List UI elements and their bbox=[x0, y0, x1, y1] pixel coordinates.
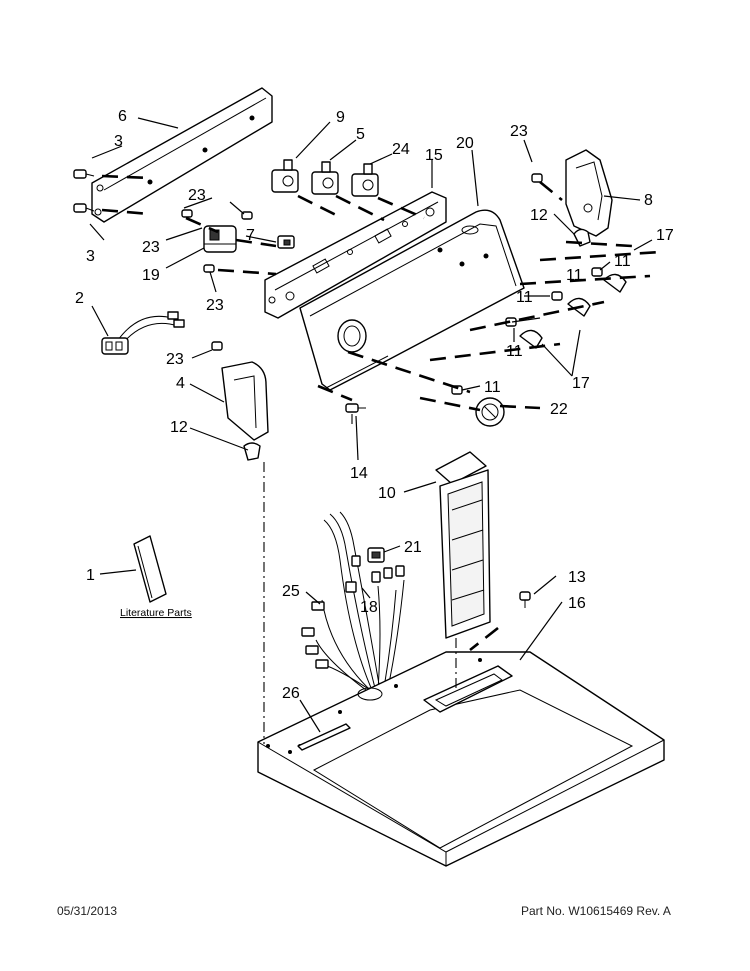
callout-17a: 17 bbox=[656, 227, 674, 244]
leader-lines bbox=[89, 117, 653, 733]
part-7-clip bbox=[277, 235, 295, 249]
callout-11a: 11 bbox=[614, 253, 631, 270]
callout-11b: 11 bbox=[566, 267, 583, 284]
part-22-knob bbox=[475, 397, 505, 427]
callout-16: 16 bbox=[568, 595, 586, 612]
callout-11e: 11 bbox=[484, 379, 501, 396]
part-14-screw bbox=[345, 403, 366, 413]
callout-26: 26 bbox=[282, 685, 300, 702]
assembly-guide-lines bbox=[101, 174, 661, 652]
callout-9: 9 bbox=[336, 109, 345, 126]
callout-6: 6 bbox=[118, 108, 127, 125]
callout-21: 21 bbox=[404, 539, 422, 556]
part-18-wiring-harness bbox=[301, 511, 405, 693]
part-23-screws bbox=[181, 173, 543, 351]
callout-10: 10 bbox=[378, 485, 396, 502]
callout-11d: 11 bbox=[506, 343, 523, 360]
part-4-cover bbox=[221, 361, 269, 441]
part-6-rear-bracket bbox=[91, 87, 273, 223]
part-8-bracket bbox=[565, 149, 613, 237]
footer-part-number: Part No. W10615469 Rev. A bbox=[521, 904, 671, 918]
callout-23e: 23 bbox=[166, 351, 184, 368]
callout-18: 18 bbox=[360, 599, 378, 616]
callout-25: 25 bbox=[282, 583, 300, 600]
callout-11c: 11 bbox=[516, 289, 533, 306]
callout-24: 24 bbox=[392, 141, 410, 158]
callout-15: 15 bbox=[425, 147, 443, 164]
callout-1: 1 bbox=[86, 567, 95, 584]
part-26-strip bbox=[297, 723, 351, 751]
part-15-control-panel bbox=[264, 191, 447, 319]
callout-17b: 17 bbox=[572, 375, 590, 392]
part-13-screw bbox=[519, 591, 531, 608]
callout-3a: 3 bbox=[114, 133, 123, 150]
part-3-screws bbox=[73, 169, 95, 213]
callout-22: 22 bbox=[550, 401, 568, 418]
callout-7: 7 bbox=[246, 227, 255, 244]
footer-date: 05/31/2013 bbox=[57, 904, 118, 918]
part-20-console bbox=[299, 209, 525, 391]
part-10-lint-filter bbox=[435, 451, 491, 639]
callout-23c: 23 bbox=[142, 239, 160, 256]
part-17-knobs bbox=[519, 273, 627, 349]
assembly-dashdot-lines bbox=[263, 414, 457, 744]
part-19-component bbox=[203, 225, 237, 253]
callout-14: 14 bbox=[350, 465, 368, 482]
callout-19: 19 bbox=[142, 267, 160, 284]
part-9-switch bbox=[271, 159, 299, 193]
callout-12a: 12 bbox=[530, 207, 548, 224]
part-1-literature bbox=[133, 535, 167, 603]
callout-23b: 23 bbox=[188, 187, 206, 204]
callout-20: 20 bbox=[456, 135, 474, 152]
callout-13: 13 bbox=[568, 569, 586, 586]
callout-4: 4 bbox=[176, 375, 185, 392]
part-2-wire-harness bbox=[101, 311, 185, 355]
callout-2: 2 bbox=[75, 290, 84, 307]
callout-5: 5 bbox=[356, 126, 365, 143]
part-24-switch bbox=[351, 163, 379, 197]
callout-3b: 3 bbox=[86, 248, 95, 265]
literature-parts-label: Literature Parts bbox=[120, 607, 192, 619]
part-21-connector bbox=[351, 547, 385, 567]
callout-12b: 12 bbox=[170, 419, 188, 436]
callout-23a: 23 bbox=[510, 123, 528, 140]
part-5-switch bbox=[311, 161, 339, 195]
callout-8: 8 bbox=[644, 192, 653, 209]
callout-23d: 23 bbox=[206, 297, 224, 314]
part-16-top-panel bbox=[257, 651, 665, 867]
part-12-clip-lower bbox=[243, 442, 261, 461]
